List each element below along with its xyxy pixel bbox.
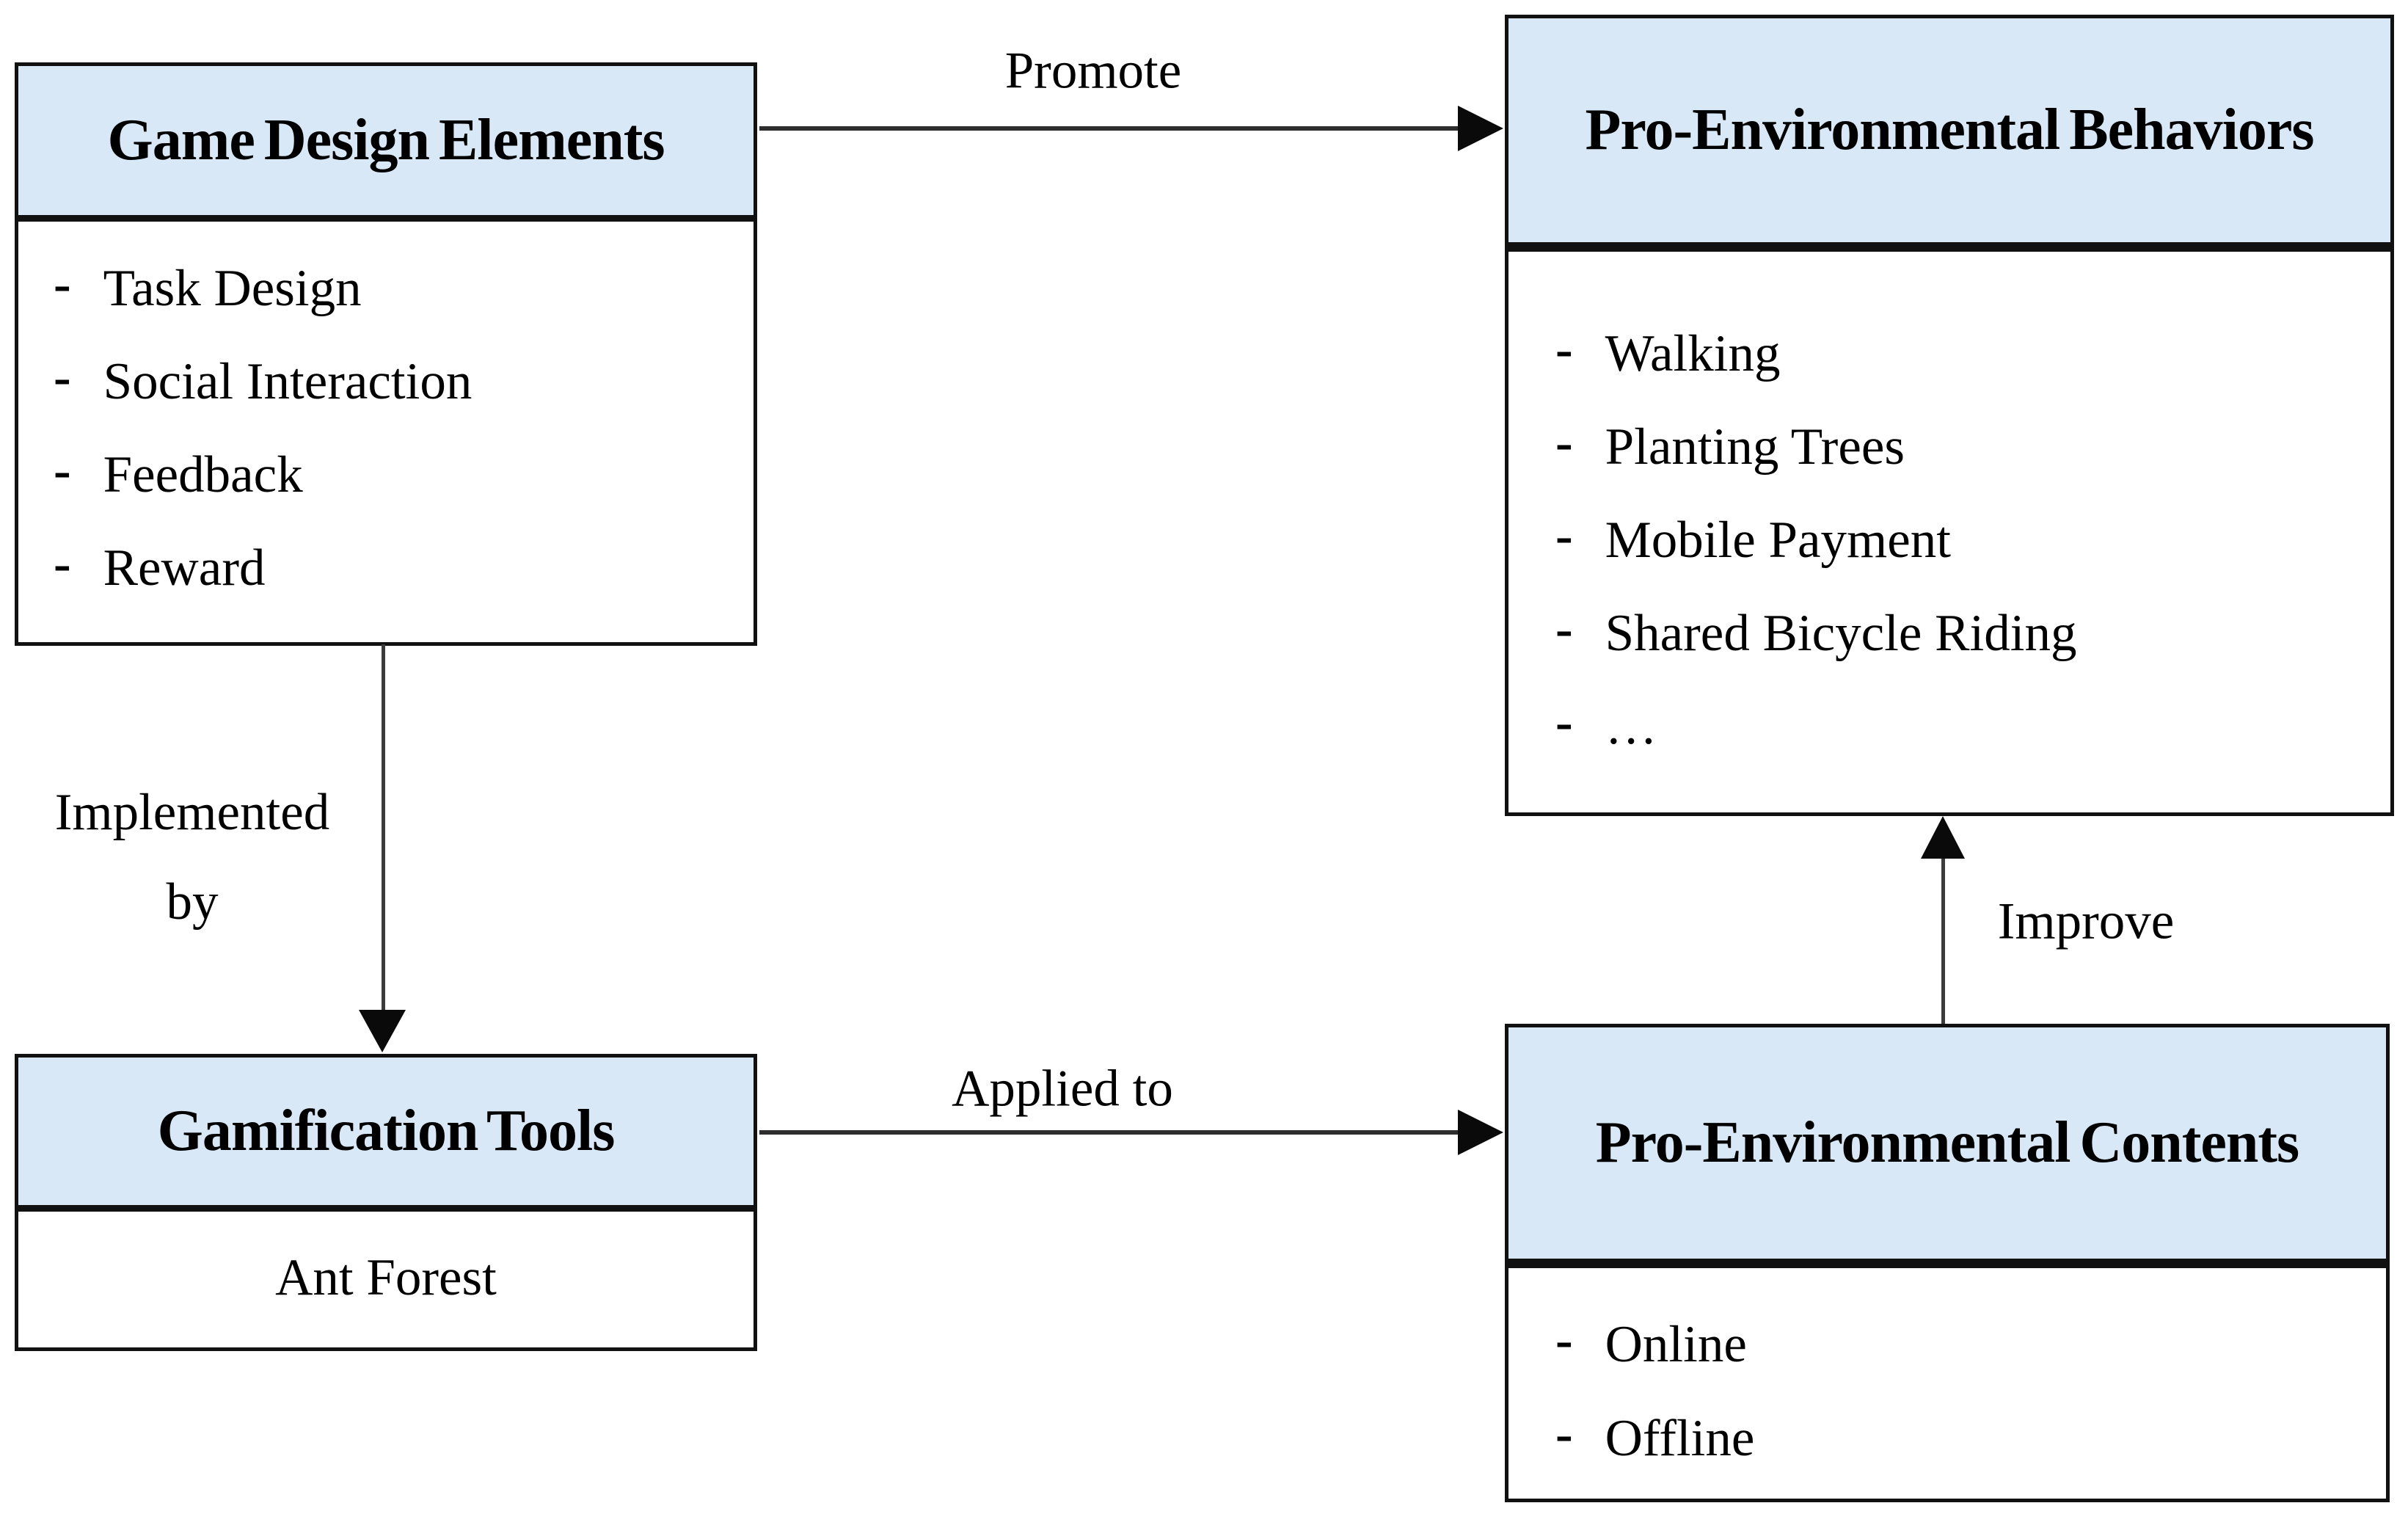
edge-label-applied-to: Applied to — [952, 1060, 1173, 1118]
list-item: - Planting Trees — [1555, 401, 2376, 494]
box-title-gamification-tools: Gamification Tools — [157, 1099, 616, 1163]
list-item-label: Walking — [1605, 325, 1781, 382]
bullet-dash: - — [54, 255, 71, 313]
box-title-pro-environmental-behaviors: Pro-Environmental Behaviors — [1585, 98, 2315, 162]
edge-label-promote: Promote — [1004, 42, 1182, 100]
list-item: - Shared Bicycle Riding — [1555, 587, 2376, 680]
arrow-promote-head-icon — [1458, 106, 1503, 151]
bullet-dash: - — [54, 442, 71, 499]
list-item-label: Shared Bicycle Riding — [1605, 605, 2077, 662]
box-pro-environmental-behaviors-body: - Walking - Planting Trees - Mobile Paym… — [1508, 252, 2390, 774]
edge-label-implemented-by: Implemented by — [55, 768, 330, 947]
box-pro-environmental-contents-header: Pro-Environmental Contents — [1508, 1027, 2386, 1268]
bullet-dash: - — [1555, 1311, 1573, 1369]
list-item: - Walking — [1555, 307, 2376, 401]
box-pro-environmental-behaviors: Pro-Environmental Behaviors - Walking - … — [1505, 15, 2394, 816]
list-item-label: … — [1605, 698, 1657, 755]
list-item: - Feedback — [54, 429, 739, 522]
list-item-label: Planting Trees — [1605, 418, 1905, 476]
arrow-improve-head-icon — [1921, 816, 1965, 859]
box-pro-environmental-behaviors-header: Pro-Environmental Behaviors — [1508, 18, 2390, 252]
edge-label-implemented-by-line2: by — [166, 873, 219, 931]
arrow-applied-to-head-icon — [1458, 1110, 1503, 1155]
arrow-improve-line — [1941, 857, 1945, 1024]
box-gamification-tools-header: Gamification Tools — [18, 1058, 754, 1212]
box-title-game-design-elements: Game Design Elements — [107, 108, 665, 172]
box-gamification-tools-body: Ant Forest — [18, 1212, 754, 1344]
arrow-implemented-by-line — [382, 644, 385, 1013]
edge-label-implemented-by-line1: Implemented — [54, 784, 330, 841]
list-item: - Online — [1555, 1298, 2371, 1391]
bullet-dash: - — [1555, 694, 1573, 751]
box-pro-environmental-contents-body: - Online - Offline — [1508, 1268, 2386, 1485]
bullet-dash: - — [1555, 414, 1573, 471]
bullet-dash: - — [1555, 600, 1573, 658]
list-item: - … — [1555, 680, 2376, 774]
box-title-pro-environmental-contents: Pro-Environmental Contents — [1595, 1110, 2299, 1175]
bullet-dash: - — [1555, 1405, 1573, 1463]
list-item-label: Offline — [1605, 1409, 1755, 1467]
gamification-tools-body-label: Ant Forest — [275, 1248, 497, 1306]
list-item-label: Feedback — [103, 446, 303, 503]
list-item-label: Task Design — [103, 260, 362, 317]
arrow-implemented-by-head-icon — [359, 1010, 406, 1052]
list-item-label: Social Interaction — [103, 353, 473, 410]
box-gamification-tools: Gamification Tools Ant Forest — [15, 1054, 757, 1351]
box-game-design-elements: Game Design Elements - Task Design - Soc… — [15, 62, 757, 646]
arrow-applied-to-line — [759, 1130, 1459, 1135]
bullet-dash: - — [1555, 507, 1573, 564]
list-item: - Mobile Payment — [1555, 494, 2376, 587]
arrow-promote-line — [759, 126, 1459, 131]
bullet-dash: - — [1555, 321, 1573, 378]
list-item: - Social Interaction — [54, 335, 739, 429]
edge-label-improve: Improve — [1997, 892, 2175, 950]
list-item: - Offline — [1555, 1391, 2371, 1485]
list-item: - Reward — [54, 522, 739, 615]
box-game-design-elements-body: - Task Design - Social Interaction - Fee… — [18, 222, 754, 615]
list-item-label: Reward — [103, 539, 266, 597]
list-item-label: Mobile Payment — [1605, 512, 1951, 569]
list-item: - Task Design — [54, 242, 739, 335]
box-pro-environmental-contents: Pro-Environmental Contents - Online - Of… — [1505, 1024, 2390, 1502]
bullet-dash: - — [54, 535, 71, 592]
box-game-design-elements-header: Game Design Elements — [18, 66, 754, 222]
bullet-dash: - — [54, 349, 71, 406]
list-item-label: Online — [1605, 1315, 1747, 1373]
